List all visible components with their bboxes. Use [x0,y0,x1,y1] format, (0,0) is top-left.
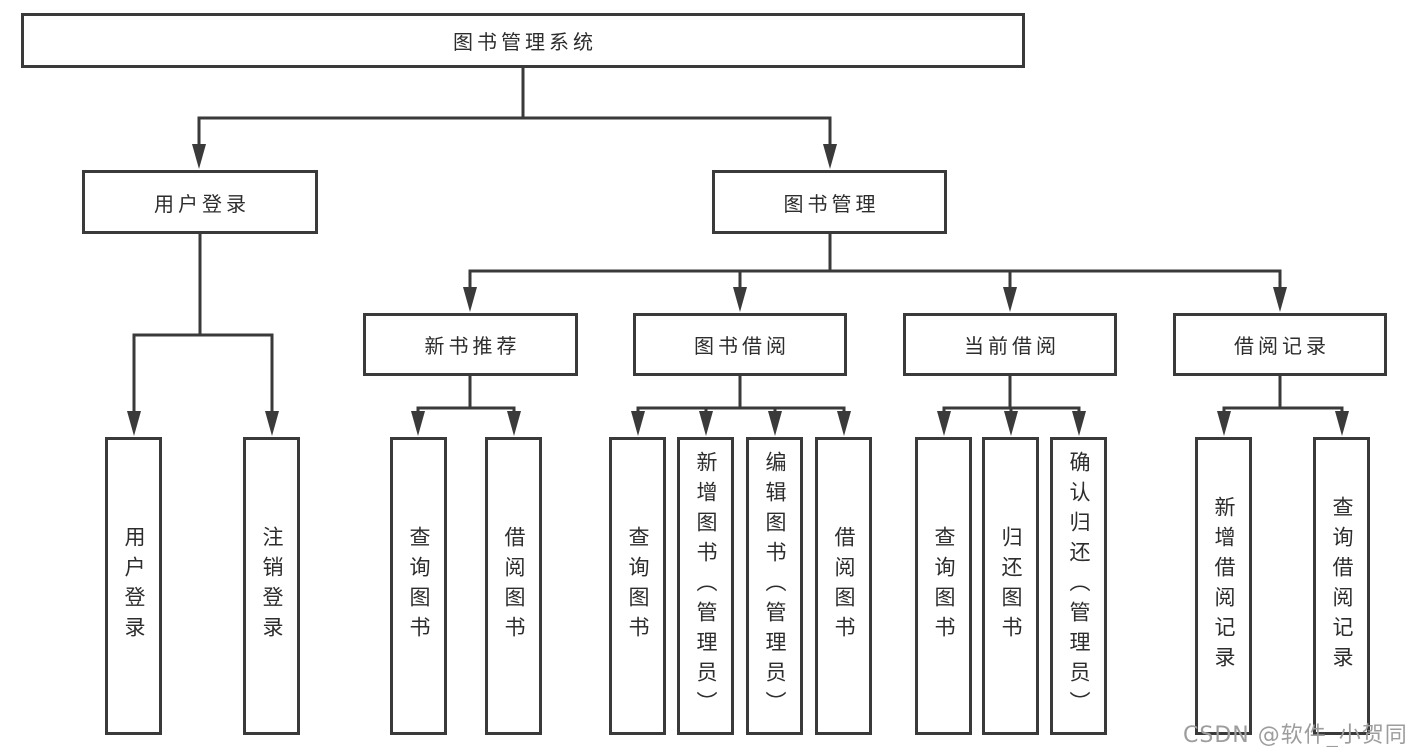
leaf-logout: 注销登录 [243,437,300,735]
leaf-borrow-books-borrowing: 借阅图书 [815,437,872,735]
node-book-borrowing: 图书借阅 [633,313,847,376]
node-book-management: 图书管理 [712,170,947,234]
arrow-down-icon [768,411,782,436]
leaf-query-books-current: 查询图书 [915,437,972,735]
node-new-book-recommendation: 新书推荐 [363,313,578,376]
leaf-borrow-books-recommend: 借阅图书 [485,437,542,735]
leaf-add-borrow-record: 新增借阅记录 [1195,437,1252,735]
arrow-down-icon [192,144,206,169]
arrow-down-icon [631,411,645,436]
arrow-down-icon [823,144,837,169]
arrow-down-icon [1004,411,1018,436]
arrow-down-icon [733,287,747,312]
leaf-confirm-return-admin: 确认归还（管理员） [1050,437,1107,735]
leaf-user-login: 用户登录 [105,437,162,735]
node-borrowing-records: 借阅记录 [1173,313,1387,376]
leaf-edit-book-admin: 编辑图书（管理员） [746,437,803,735]
arrow-down-icon [1335,411,1349,436]
arrow-down-icon [1003,287,1017,312]
node-library-management-system: 图书管理系统 [21,13,1025,68]
arrow-down-icon [1273,287,1287,312]
arrow-down-icon [937,411,951,436]
arrow-down-icon [127,411,141,436]
arrow-down-icon [411,411,425,436]
arrow-down-icon [507,411,521,436]
arrow-down-icon [1217,411,1231,436]
arrow-down-icon [1072,411,1086,436]
leaf-query-books-borrowing: 查询图书 [609,437,666,735]
node-current-borrowing: 当前借阅 [903,313,1117,376]
arrow-down-icon [837,411,851,436]
leaf-query-books-recommend: 查询图书 [390,437,447,735]
arrow-down-icon [265,411,279,436]
arrow-down-icon [699,411,713,436]
leaf-query-borrow-record: 查询借阅记录 [1313,437,1370,735]
leaf-return-books: 归还图书 [982,437,1039,735]
arrow-down-icon [463,287,477,312]
leaf-add-book-admin: 新增图书（管理员） [677,437,734,735]
watermark: CSDN @软件_小贺同学 [1183,723,1405,747]
node-user-login: 用户登录 [82,170,318,234]
